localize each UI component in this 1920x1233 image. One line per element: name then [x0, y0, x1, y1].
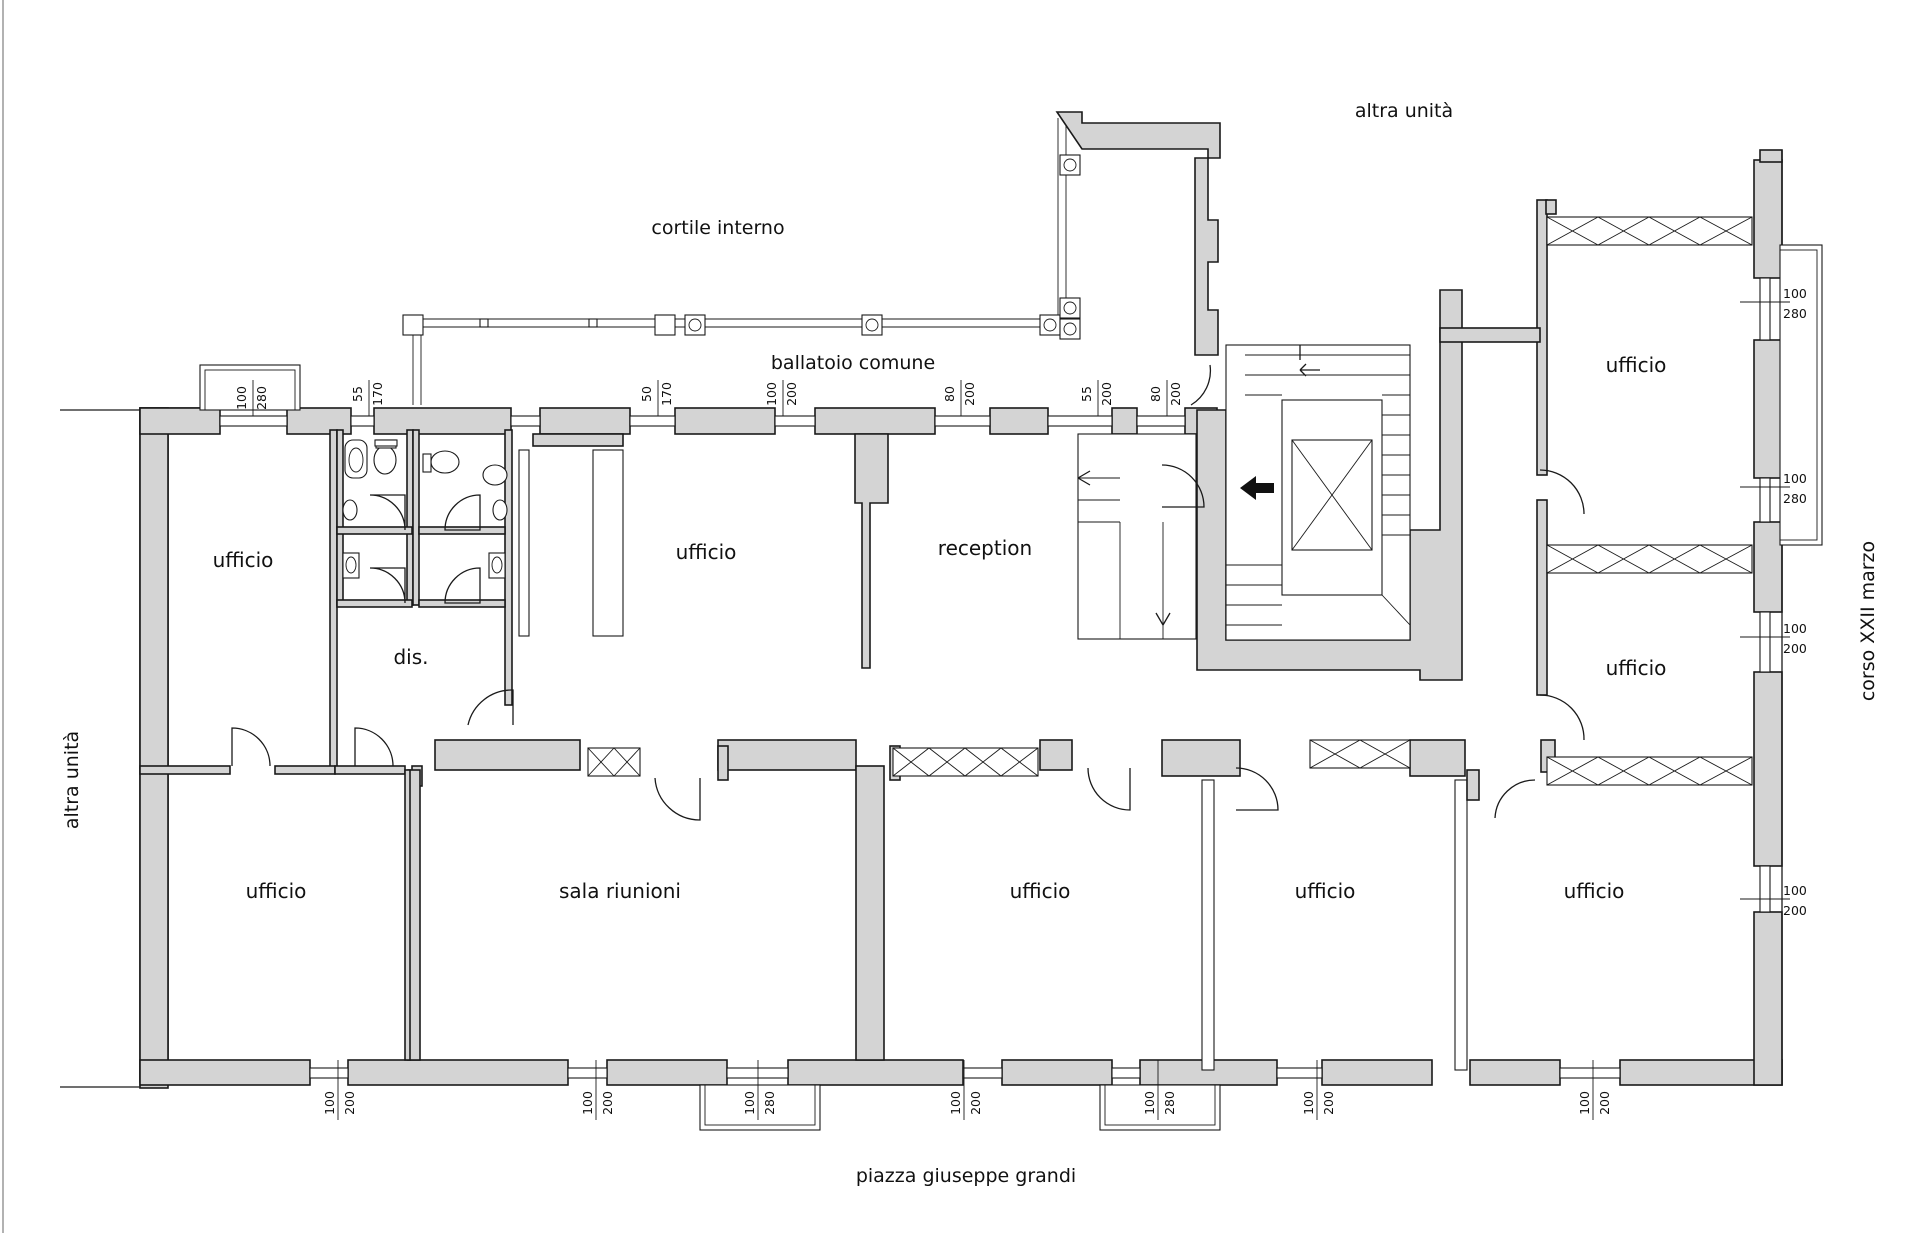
entry-steps — [1077, 433, 1197, 640]
dim-width: 55 — [1079, 386, 1094, 402]
dim-width: 100 — [1577, 1091, 1592, 1115]
outer-walls — [139, 149, 1783, 1089]
room-label-ufficio: ufficio — [1606, 656, 1667, 680]
label-cortile-interno: cortile interno — [651, 217, 784, 239]
room-labels: ufficio dis. ufficio reception ufficio u… — [213, 353, 1667, 903]
built-in-cabinets — [587, 216, 1753, 786]
opening-dimensions-bottom: 100 200 100 200 100 280 100 200 100 280 … — [322, 1060, 1612, 1120]
dim-height: 200 — [1783, 903, 1807, 918]
dim-width: 100 — [234, 386, 249, 410]
dim-width: 100 — [1301, 1091, 1316, 1115]
window-openings — [219, 277, 1771, 1079]
context-labels: cortile interno altra unità ballatoio co… — [61, 100, 1879, 1187]
opening-dimensions-right: 100 280 100 280 100 200 100 200 — [1740, 286, 1807, 918]
opening-dimensions-top: 100 280 55 170 50 170 100 200 80 200 55 … — [234, 380, 1183, 416]
label-altra-unita-left: altra unità — [61, 731, 83, 829]
dim-width: 100 — [742, 1091, 757, 1115]
room-label-reception: reception — [938, 536, 1032, 560]
dim-height: 200 — [784, 382, 799, 406]
dim-height: 280 — [762, 1091, 777, 1115]
dim-height: 200 — [1099, 382, 1114, 406]
balconies — [199, 244, 1823, 1131]
room-label-ufficio: ufficio — [246, 879, 307, 903]
room-label-ufficio: ufficio — [1295, 879, 1356, 903]
dim-height: 280 — [1162, 1091, 1177, 1115]
dim-height: 170 — [370, 382, 385, 406]
dim-height: 200 — [342, 1091, 357, 1115]
room-label-ufficio: ufficio — [213, 548, 274, 572]
door-swings — [231, 364, 1585, 821]
bathroom-fixtures — [342, 439, 508, 579]
dim-height: 200 — [1597, 1091, 1612, 1115]
room-label-ufficio: ufficio — [1010, 879, 1071, 903]
label-corso-xxii-marzo: corso XXII marzo — [1857, 541, 1879, 701]
dim-width: 100 — [764, 382, 779, 406]
room-label-dis: dis. — [393, 645, 428, 669]
dim-height: 200 — [1783, 641, 1807, 656]
dim-height: 170 — [659, 382, 674, 406]
dim-width: 100 — [948, 1091, 963, 1115]
dim-width: 100 — [1783, 286, 1807, 301]
dim-height: 280 — [254, 386, 269, 410]
label-piazza-giuseppe-grandi: piazza giuseppe grandi — [856, 1165, 1076, 1187]
dim-width: 100 — [1783, 621, 1807, 636]
dim-height: 280 — [1783, 306, 1807, 321]
balcony-railing — [402, 118, 1081, 405]
dim-width: 80 — [1148, 386, 1163, 402]
room-label-ufficio: ufficio — [1606, 353, 1667, 377]
room-label-ufficio: ufficio — [1564, 879, 1625, 903]
dim-width: 80 — [942, 386, 957, 402]
room-label-ufficio: ufficio — [676, 540, 737, 564]
label-altra-unita-top: altra unità — [1355, 100, 1453, 122]
dim-width: 55 — [350, 386, 365, 402]
dim-height: 200 — [1168, 382, 1183, 406]
dim-width: 100 — [1783, 883, 1807, 898]
dim-height: 200 — [1321, 1091, 1336, 1115]
room-label-sala-riunioni: sala riunioni — [559, 879, 681, 903]
interior-walls — [139, 199, 1557, 1071]
courtyard-wall-upper — [1055, 111, 1221, 159]
dim-height: 200 — [968, 1091, 983, 1115]
dim-width: 100 — [580, 1091, 595, 1115]
dim-width: 100 — [322, 1091, 337, 1115]
entrance-arrow-icon — [1240, 476, 1274, 500]
dim-height: 280 — [1783, 491, 1807, 506]
dim-height: 200 — [600, 1091, 615, 1115]
dim-width: 100 — [1783, 471, 1807, 486]
dim-height: 200 — [962, 382, 977, 406]
dim-width: 100 — [1142, 1091, 1157, 1115]
dim-width: 50 — [639, 386, 654, 402]
courtyard-wall-vertical — [1194, 157, 1219, 356]
label-ballatoio-comune: ballatoio comune — [771, 352, 935, 374]
